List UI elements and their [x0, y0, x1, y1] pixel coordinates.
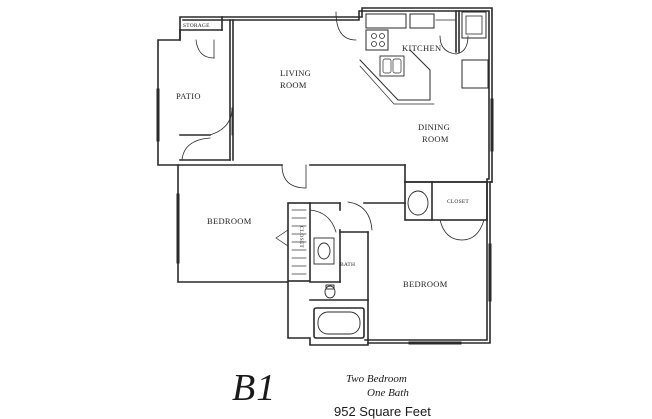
- patio-walls: [179, 19, 234, 161]
- kitchen-fixtures: [335, 10, 489, 105]
- patio-label: PATIO: [176, 91, 201, 101]
- unit-square-feet: 952 Square Feet: [334, 404, 431, 419]
- living-room-label-2: ROOM: [280, 80, 307, 90]
- bath-label: BATH: [340, 262, 355, 268]
- storage-label: STORAGE: [183, 23, 210, 29]
- bathtub: [313, 307, 365, 339]
- vanity-sink: [313, 237, 335, 265]
- bedroom-right-label: BEDROOM: [403, 279, 448, 289]
- right-closet-walls: [404, 181, 488, 241]
- exterior-walls: [157, 7, 493, 346]
- closet-label: CLOSET: [447, 199, 469, 205]
- toilet: [324, 284, 336, 299]
- windows: [156, 88, 494, 345]
- unit-code: B1: [232, 367, 277, 409]
- walk-in-closet-label: CLOSET: [298, 226, 304, 248]
- living-room-label-1: LIVING: [280, 68, 311, 78]
- bath-walls: [287, 201, 406, 344]
- bedroom-left-label: BEDROOM: [207, 216, 252, 226]
- dining-room-label-2: ROOM: [422, 134, 449, 144]
- storage-walls: [179, 16, 223, 59]
- unit-baths: One Bath: [367, 387, 409, 399]
- unit-bedrooms: Two Bedroom: [346, 373, 407, 385]
- bedroom-left-walls: [176, 164, 406, 264]
- unit-description: Two Bedroom One Bath: [346, 372, 409, 400]
- dining-room-label-1: DINING: [418, 122, 450, 132]
- closet-shelf: [275, 209, 307, 275]
- kitchen-label: KITCHEN: [402, 43, 441, 53]
